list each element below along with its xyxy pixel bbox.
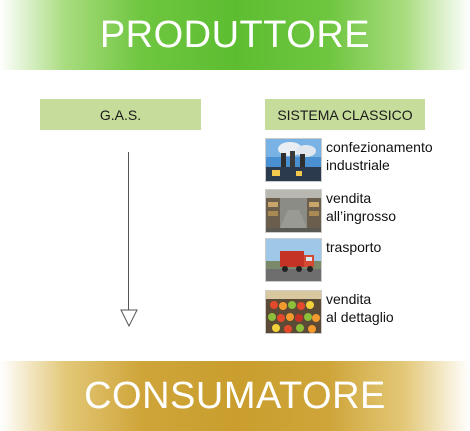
step-retail-label: vendita al dettaglio bbox=[326, 290, 394, 326]
step-wholesale-label: vendita all’ingrosso bbox=[326, 189, 396, 225]
producer-banner: PRODUTTORE bbox=[0, 0, 470, 70]
gas-title: G.A.S. bbox=[99, 106, 142, 123]
grocery-display-icon bbox=[265, 290, 322, 334]
classic-system-title: SISTEMA CLASSICO bbox=[277, 106, 413, 123]
step-label-line2: all’ingrosso bbox=[326, 208, 397, 224]
warehouse-icon bbox=[265, 189, 322, 233]
step-industrial-packaging: confezionamento industriale bbox=[265, 138, 465, 182]
step-label-line1: trasporto bbox=[326, 239, 382, 255]
factory-icon bbox=[265, 138, 322, 182]
truck-icon bbox=[265, 238, 322, 282]
producer-label: PRODUTTORE bbox=[99, 13, 371, 56]
step-retail: vendita al dettaglio bbox=[265, 290, 465, 334]
consumer-banner: CONSUMATORE bbox=[0, 361, 470, 431]
step-label-line2: al dettaglio bbox=[326, 309, 394, 325]
consumer-label: CONSUMATORE bbox=[84, 374, 386, 417]
step-transport: trasporto bbox=[265, 238, 465, 282]
step-industrial-packaging-label: confezionamento industriale bbox=[326, 138, 433, 174]
gas-title-box: G.A.S. bbox=[40, 99, 201, 130]
classic-system-title-box: SISTEMA CLASSICO bbox=[265, 99, 425, 130]
step-label-line1: vendita bbox=[326, 190, 372, 206]
gas-arrow-shaft bbox=[128, 152, 129, 312]
gas-arrow-head-icon bbox=[120, 309, 138, 327]
step-transport-label: trasporto bbox=[326, 238, 381, 256]
step-wholesale: vendita all’ingrosso bbox=[265, 189, 465, 233]
step-label-line1: vendita bbox=[326, 291, 372, 307]
step-label-line2: industriale bbox=[326, 157, 390, 173]
step-label-line1: confezionamento bbox=[326, 139, 433, 155]
